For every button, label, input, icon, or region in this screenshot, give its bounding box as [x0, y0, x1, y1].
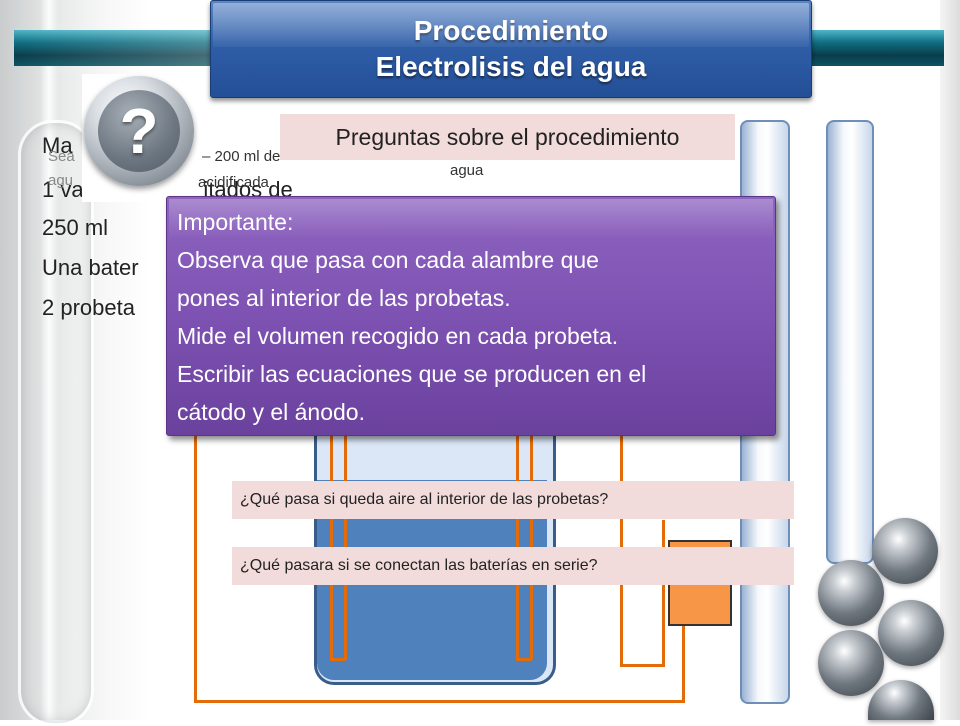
important-heading: Importante: — [177, 209, 294, 235]
important-line-4: Escribir las ecuaciones que se producen … — [177, 361, 647, 387]
materials-item-cylinders: 2 probeta — [42, 295, 135, 320]
label-acidified: acidificada — [198, 174, 269, 191]
electrode-right-foot — [516, 658, 532, 661]
sphere-3 — [878, 600, 944, 666]
question-air-in-cylinders: ¿Qué pasa si queda aire al interior de l… — [232, 481, 794, 519]
label-sea: Sea — [48, 148, 75, 165]
sphere-1 — [872, 518, 938, 584]
questions-label: Preguntas sobre el procedimiento — [280, 114, 735, 160]
materials-item-battery: Una bater — [42, 255, 139, 280]
sphere-4 — [818, 630, 884, 696]
wire-left-vertical — [194, 430, 197, 702]
important-line-5: cátodo y el ánodo. — [177, 399, 365, 425]
wire-bottom — [194, 700, 684, 703]
important-line-3: Mide el volumen recogido en cada probeta… — [177, 323, 619, 349]
electrode-left-outer — [330, 430, 333, 660]
important-note: Importante: Observa que pasa con cada al… — [166, 196, 776, 436]
important-line-2: pones al interior de las probetas. — [177, 285, 511, 311]
electrode-right-outer — [530, 430, 533, 660]
sphere-2 — [818, 560, 884, 626]
label-agua-left: agu — [48, 172, 74, 189]
title-line-1: Procedimiento — [413, 15, 609, 46]
materials-heading: Ma — [42, 133, 73, 158]
important-line-1: Observa que pasa con cada alambre que — [177, 247, 599, 273]
label-agua: agua — [450, 162, 484, 179]
wire-battery-down — [682, 620, 685, 703]
electrode-left-foot — [330, 658, 346, 661]
test-tube-right — [826, 120, 874, 564]
background-right-edge — [940, 0, 960, 720]
wire-to-battery — [662, 520, 665, 667]
question-mark-glyph: ? — [98, 90, 180, 172]
title-banner: Procedimiento Electrolisis del agua — [210, 0, 812, 98]
materials-item-beaker-size: 250 ml — [42, 215, 109, 240]
wire-right-bottom — [620, 664, 664, 667]
question-batteries-series: ¿Qué pasara si se conectan las baterías … — [232, 547, 794, 585]
sphere-5 — [868, 680, 934, 720]
title-line-2: Electrolisis del agua — [375, 51, 647, 82]
label-volume: – 200 ml de — [202, 148, 281, 165]
electrode-right-inner — [516, 430, 519, 660]
electrode-left-inner — [344, 430, 347, 660]
